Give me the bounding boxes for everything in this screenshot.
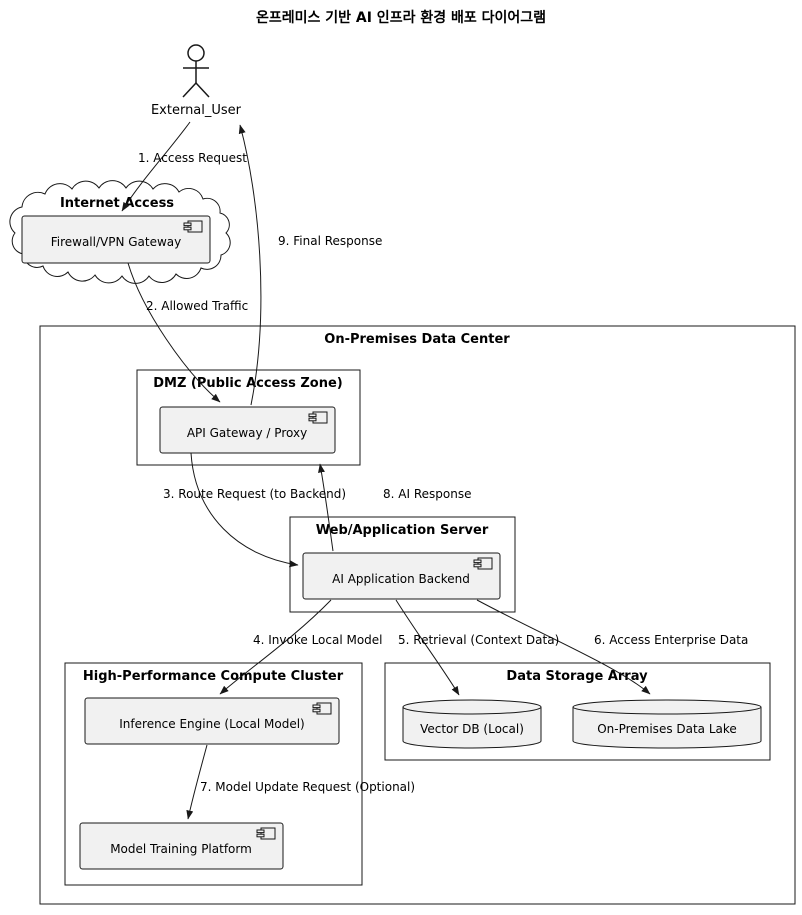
internet-access-cloud: Internet Access Firewall/VPN Gateway (9, 180, 231, 284)
edge-label-ai-response: 8. AI Response (383, 487, 471, 501)
dmz-zone: DMZ (Public Access Zone) API Gateway / P… (136, 369, 361, 466)
edges (121, 121, 651, 820)
data-lake-database: On-Premises Data Lake (572, 699, 762, 749)
edge-label-enterprise-data: 6. Access Enterprise Data (594, 633, 748, 647)
ai-backend-box (302, 552, 501, 600)
api-gateway-label: API Gateway / Proxy (187, 426, 307, 440)
data-center-label: On-Premises Data Center (324, 332, 510, 347)
actor-stick-figure-icon (182, 44, 210, 98)
dmz-label: DMZ (Public Access Zone) (153, 376, 343, 391)
edge-label-retrieval: 5. Retrieval (Context Data) (398, 633, 559, 647)
diagram-title: 온프레미스 기반 AI 인프라 환경 배포 다이어그램 (256, 9, 546, 26)
data-storage-array: Data Storage Array Vector DB (Local) On-… (384, 662, 771, 761)
vector-db-database: Vector DB (Local) (402, 699, 542, 749)
storage-array-label: Data Storage Array (506, 669, 648, 684)
data-lake-cylinder-top (572, 699, 762, 715)
web-server-label: Web/Application Server (316, 523, 489, 538)
edge-route-request (190, 452, 299, 568)
ai-backend-component: AI Application Backend (302, 552, 501, 600)
edge-ai-response (318, 463, 334, 552)
compute-cluster-label: High-Performance Compute Cluster (83, 669, 344, 684)
edge-label-allowed-traffic: 2. Allowed Traffic (146, 299, 248, 313)
actor-external-user: External_User (151, 44, 242, 118)
ai-backend-label: AI Application Backend (332, 572, 470, 586)
edge-labels: 1. Access Request 2. Allowed Traffic 9. … (138, 151, 748, 794)
edge-final-response (238, 124, 262, 406)
data-lake-label: On-Premises Data Lake (597, 722, 737, 736)
edge-enterprise-data (476, 599, 651, 695)
inference-engine-label: Inference Engine (Local Model) (119, 717, 304, 731)
edge-allowed-traffic (127, 262, 221, 403)
edge-label-model-update: 7. Model Update Request (Optional) (200, 780, 415, 794)
model-training-box (79, 822, 284, 870)
internet-access-label: Internet Access (60, 196, 174, 211)
edge-label-invoke-model: 4. Invoke Local Model (253, 633, 383, 647)
firewall-box (21, 215, 211, 264)
actor-label: External_User (151, 103, 242, 118)
inference-engine-box (84, 697, 340, 745)
inference-engine-component: Inference Engine (Local Model) (84, 697, 340, 745)
edge-label-route-request: 3. Route Request (to Backend) (163, 487, 346, 501)
edge-retrieval (395, 599, 460, 696)
api-gateway-component: API Gateway / Proxy (159, 406, 336, 454)
vector-db-label: Vector DB (Local) (420, 722, 524, 736)
vector-db-cylinder-icon (402, 707, 542, 749)
web-application-server: Web/Application Server AI Application Ba… (289, 516, 516, 613)
edge-model-update (186, 744, 208, 820)
edge-label-access-request: 1. Access Request (138, 151, 247, 165)
firewall-label: Firewall/VPN Gateway (51, 235, 182, 249)
data-lake-cylinder-icon (572, 707, 762, 749)
edge-invoke-model (219, 599, 332, 695)
firewall-vpn-gateway-component: Firewall/VPN Gateway (21, 215, 211, 264)
api-gateway-box (159, 406, 336, 454)
model-training-label: Model Training Platform (110, 842, 252, 856)
edge-label-final-response: 9. Final Response (278, 234, 382, 248)
edge-access-request (121, 121, 191, 212)
model-training-component: Model Training Platform (79, 822, 284, 870)
compute-cluster: High-Performance Compute Cluster Inferen… (64, 662, 363, 886)
vector-db-cylinder-top (402, 699, 542, 715)
